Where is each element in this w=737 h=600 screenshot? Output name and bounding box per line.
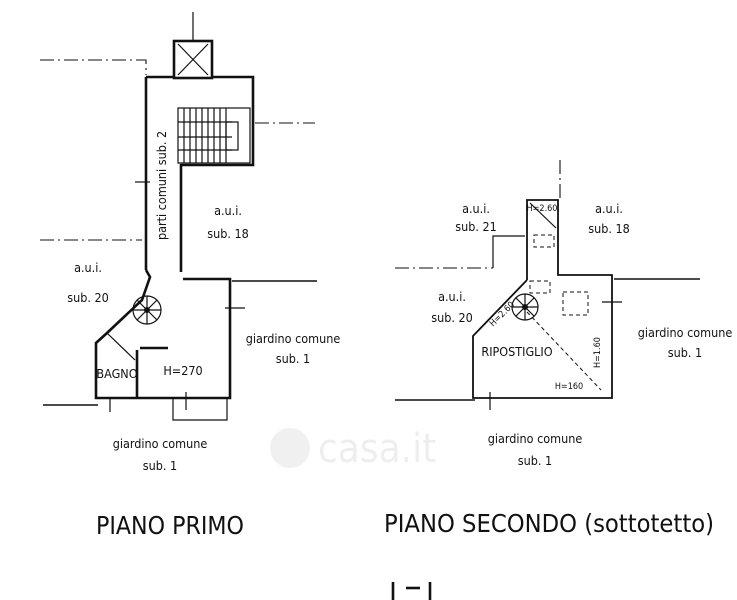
label-garden-bottom-b: giardino comune [488,431,583,446]
plan-second-boundaries [395,235,700,401]
label-unit-20: a.u.i. [74,260,102,275]
label-height-bottom: H=160 [555,382,583,392]
label-bathroom: BAGNO [96,366,137,381]
label-unit-20-b: a.u.i. [438,289,466,304]
label-garden-bottom: giardino comune [113,436,208,451]
label-garden-right-b-sub: sub. 1 [668,345,702,360]
bottom-partial-mark [391,582,432,600]
title-piano-primo: PIANO PRIMO [96,511,244,540]
label-unit-18-b-sub: sub. 18 [588,221,630,236]
plan-first-walls [94,12,255,421]
label-unit-18-b: a.u.i. [595,201,623,216]
label-garden-right-b: giardino comune [638,325,733,340]
label-common-parts: parti comuni sub. 2 [154,131,169,240]
label-height: H=270 [163,363,202,378]
title-piano-secondo: PIANO SECONDO (sottotetto) [384,509,714,538]
label-unit-21-sub: sub. 21 [455,219,497,234]
plan-first-boundaries [40,59,317,406]
watermark: casa.it [270,426,436,472]
svg-text:casa.it: casa.it [318,426,436,472]
label-garden-bottom-b-sub: sub. 1 [518,453,552,468]
plan-second-walls [472,160,622,410]
stairs [178,108,239,163]
label-height-top: H=2.60 [527,204,558,214]
label-unit-21: a.u.i. [462,201,490,216]
label-storage: RIPOSTIGLIO [481,344,552,359]
label-garden-right: giardino comune [246,331,341,346]
label-height-side: H=1.60 [593,337,603,368]
label-garden-right-sub: sub. 1 [276,351,310,366]
label-unit-20-sub: sub. 20 [67,290,109,305]
label-unit-18: a.u.i. [214,203,242,218]
label-unit-18-sub: sub. 18 [207,226,249,241]
label-garden-bottom-sub: sub. 1 [143,458,177,473]
label-unit-20-b-sub: sub. 20 [431,310,473,325]
